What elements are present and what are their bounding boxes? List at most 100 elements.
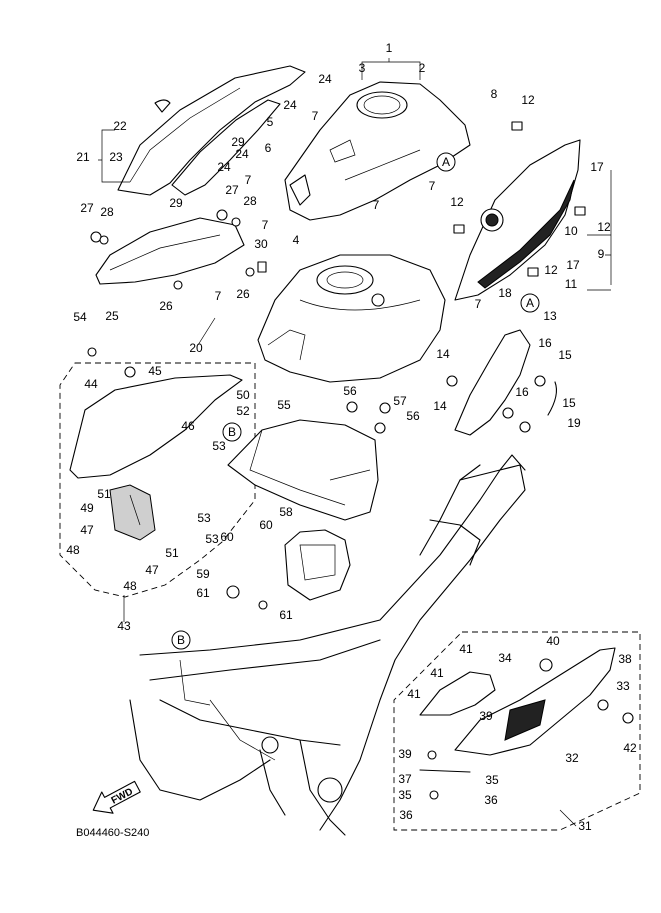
callout-50: 50 xyxy=(236,388,250,402)
callout-18: 18 xyxy=(498,286,512,300)
leader-lines xyxy=(98,58,612,827)
callout-34: 34 xyxy=(498,651,512,665)
callout-7: 7 xyxy=(262,218,269,232)
ref-a-circle-top xyxy=(436,152,456,172)
callout-16: 16 xyxy=(515,385,529,399)
ref-b-label-left: B xyxy=(228,425,236,439)
callout-4: 4 xyxy=(293,233,300,247)
callout-10: 10 xyxy=(564,224,578,238)
callout-30: 30 xyxy=(254,237,268,251)
callout-22: 22 xyxy=(113,119,127,133)
callout-59: 59 xyxy=(196,567,210,581)
callout-numbers: 1234567777777891011121212121314141515161… xyxy=(66,41,637,833)
bracket-58 xyxy=(284,529,351,601)
callout-7: 7 xyxy=(475,297,482,311)
callout-23: 23 xyxy=(109,150,123,164)
callout-17: 17 xyxy=(590,160,604,174)
callout-41: 41 xyxy=(407,687,421,701)
callout-54: 54 xyxy=(73,310,87,324)
callout-51: 51 xyxy=(165,546,179,560)
callout-36: 36 xyxy=(399,808,413,822)
callout-35: 35 xyxy=(398,788,412,802)
callout-47: 47 xyxy=(145,563,159,577)
callout-12: 12 xyxy=(597,220,611,234)
callout-12: 12 xyxy=(544,263,558,277)
callout-7: 7 xyxy=(245,173,252,187)
fwd-label: FWD xyxy=(110,786,135,806)
callout-53: 53 xyxy=(205,532,219,546)
callout-28: 28 xyxy=(100,205,114,219)
motorcycle-frame xyxy=(129,454,526,836)
callout-17: 17 xyxy=(566,258,580,272)
callout-13: 13 xyxy=(543,309,557,323)
callout-61: 61 xyxy=(196,586,210,600)
callout-12: 12 xyxy=(521,93,535,107)
callout-56: 56 xyxy=(406,409,420,423)
callout-58: 58 xyxy=(279,505,293,519)
callout-27: 27 xyxy=(80,201,94,215)
callout-27: 27 xyxy=(225,183,239,197)
callout-43: 43 xyxy=(117,619,131,633)
callout-31: 31 xyxy=(578,819,592,833)
callout-9: 9 xyxy=(598,247,605,261)
callout-7: 7 xyxy=(429,179,436,193)
callout-41: 41 xyxy=(430,666,444,680)
callout-26: 26 xyxy=(236,287,250,301)
callout-39: 39 xyxy=(398,747,412,761)
ref-b-label-frame: B xyxy=(177,633,185,647)
callout-48: 48 xyxy=(123,579,137,593)
tank-side-13 xyxy=(454,329,557,436)
callout-52: 52 xyxy=(236,404,250,418)
callout-1: 1 xyxy=(386,41,393,55)
seat-55 xyxy=(227,419,379,521)
callout-15: 15 xyxy=(558,348,572,362)
callout-7: 7 xyxy=(373,198,380,212)
callout-47: 47 xyxy=(80,523,94,537)
fuel-tank xyxy=(257,254,446,383)
left-lower-cover-44 xyxy=(69,374,243,541)
callout-36: 36 xyxy=(484,793,498,807)
ref-a-circle-mid xyxy=(520,293,540,313)
callout-41: 41 xyxy=(459,642,473,656)
callout-6: 6 xyxy=(265,141,272,155)
callout-53: 53 xyxy=(212,439,226,453)
callout-3: 3 xyxy=(359,61,366,75)
callout-44: 44 xyxy=(84,377,98,391)
callout-53: 53 xyxy=(197,511,211,525)
right-side-cover xyxy=(454,139,581,301)
left-side-cover xyxy=(117,65,306,196)
callout-8: 8 xyxy=(491,87,498,101)
ref-b-circle-frame xyxy=(171,630,191,650)
callout-35: 35 xyxy=(485,773,499,787)
callout-60: 60 xyxy=(220,530,234,544)
ref-a-label-top: A xyxy=(442,155,450,169)
callout-61: 61 xyxy=(279,608,293,622)
callout-21: 21 xyxy=(76,150,90,164)
ref-a-label-mid: A xyxy=(526,296,534,310)
callout-14: 14 xyxy=(436,347,450,361)
callout-38: 38 xyxy=(618,652,632,666)
tank-cover-1 xyxy=(284,81,471,221)
callout-37: 37 xyxy=(398,772,412,786)
callout-26: 26 xyxy=(159,299,173,313)
callout-29: 29 xyxy=(231,135,245,149)
callout-51: 51 xyxy=(97,487,111,501)
diagram-code: B044460-S240 xyxy=(76,827,149,839)
callout-55: 55 xyxy=(277,398,291,412)
ref-b-circle-left xyxy=(222,422,242,442)
callout-49: 49 xyxy=(80,501,94,515)
callout-7: 7 xyxy=(215,289,222,303)
callout-28: 28 xyxy=(243,194,257,208)
callout-24: 24 xyxy=(235,147,249,161)
callout-24: 24 xyxy=(318,72,332,86)
callout-24: 24 xyxy=(217,160,231,174)
callout-39: 39 xyxy=(479,709,493,723)
callout-25: 25 xyxy=(105,309,119,323)
callout-5: 5 xyxy=(267,115,274,129)
callout-15: 15 xyxy=(562,396,576,410)
fasteners xyxy=(87,121,634,800)
callout-16: 16 xyxy=(538,336,552,350)
callout-42: 42 xyxy=(623,741,637,755)
